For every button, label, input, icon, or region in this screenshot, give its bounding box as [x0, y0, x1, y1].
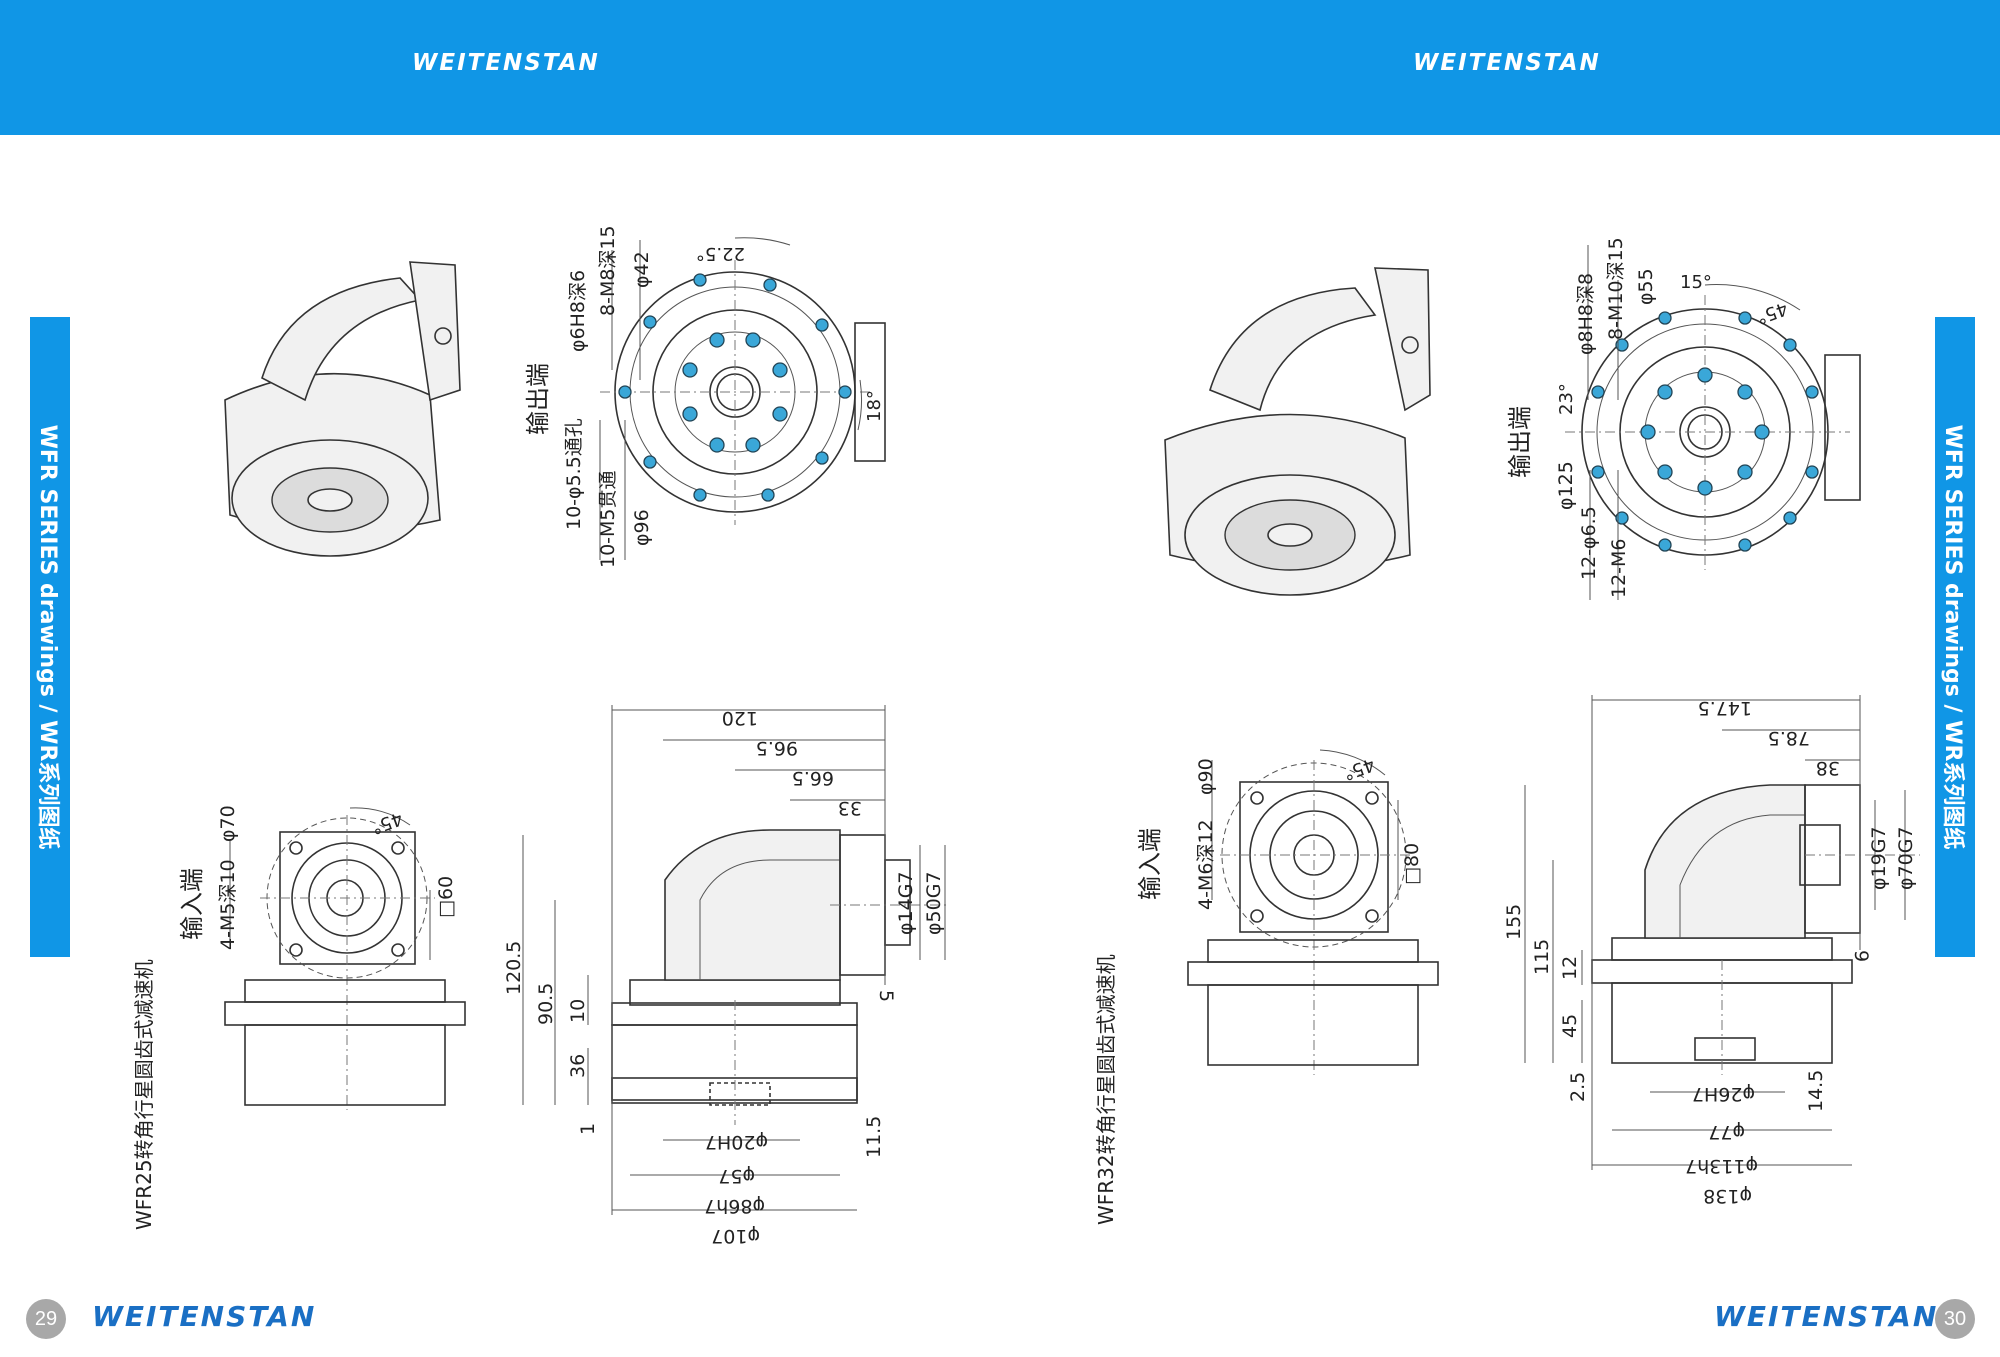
dim-r-d26: φ26H7 — [1692, 1083, 1755, 1105]
footer-logo-left: WEITENSTAN — [92, 1300, 317, 1333]
left-output-flange — [599, 237, 886, 560]
dim-r-d125: φ125 — [1555, 461, 1577, 510]
dim-l-h115: 11.5 — [863, 1116, 885, 1158]
dim-r-d65: 12-φ6.5 — [1578, 506, 1600, 580]
dim-r-in-sq: □80 — [1401, 843, 1423, 885]
dim-r-d19: φ19G7 — [1868, 826, 1890, 890]
dim-l-h1205: 120.5 — [503, 941, 525, 995]
dim-l-w33: 33 — [838, 797, 862, 819]
dim-l-h10: 10 — [567, 999, 589, 1023]
left-side-view — [522, 705, 950, 1215]
dim-r-d55: φ55 — [1635, 268, 1657, 305]
dim-l-d20: φ20H7 — [705, 1131, 768, 1153]
dim-l-d14: φ14G7 — [895, 871, 917, 935]
dim-r-h45: 45 — [1559, 1014, 1581, 1038]
dim-l-d96: φ96 — [631, 509, 653, 546]
side-tab-right: WFR SERIES drawings / WR系列图纸 — [1935, 317, 1975, 957]
right-output-flange — [1565, 245, 1861, 600]
dim-l-h905: 90.5 — [535, 983, 557, 1025]
dim-r-in-d90: φ90 — [1195, 758, 1217, 795]
dim-r-in-ang: 45° — [1340, 753, 1377, 784]
dim-l-d42: φ42 — [631, 251, 653, 288]
right-input-flange — [1187, 749, 1439, 1075]
dim-r-w1475: 147.5 — [1698, 697, 1752, 719]
dim-l-m5: 10-M5贯通 — [597, 470, 619, 568]
side-tab-left: WFR SERIES drawings / WR系列图纸 — [30, 317, 70, 957]
dim-l-d107: φ107 — [711, 1225, 760, 1247]
dim-r-d77: φ77 — [1708, 1121, 1745, 1143]
dim-l-w665: 66.5 — [792, 767, 834, 789]
page-number-right: 30 — [1935, 1299, 1975, 1339]
dim-r-m10: 8-M10深15 — [1605, 237, 1627, 340]
dim-r-w38: 38 — [1816, 757, 1840, 779]
dim-l-w120: 120 — [722, 707, 758, 729]
dim-r-d8: φ8H8深8 — [1575, 273, 1597, 355]
dim-r-h12: 12 — [1559, 956, 1581, 980]
dim-r-in-m6: 4-M6深12 — [1195, 819, 1217, 910]
dim-l-in-sq: □60 — [435, 876, 457, 918]
dim-l-in-m5: 4-M5深10 — [217, 859, 239, 950]
dim-l-d55: 10-φ5.5通孔 — [563, 418, 585, 530]
dim-r-ang45: 45° — [1753, 297, 1790, 328]
dim-r-h145: 14.5 — [1805, 1070, 1827, 1112]
dim-l-h36: 36 — [567, 1054, 589, 1078]
left-3d-gearbox — [224, 261, 461, 557]
dim-r-ang23: 23° — [1556, 383, 1577, 415]
header-band — [0, 0, 2000, 135]
dim-r-w785: 78.5 — [1768, 727, 1810, 749]
page-number-left: 29 — [26, 1299, 66, 1339]
dim-r-h155: 155 — [1503, 904, 1525, 940]
right-side-view — [1524, 695, 1920, 1170]
left-input-flange — [224, 807, 466, 1110]
brand-logo-left: WEITENSTAN — [412, 50, 600, 76]
dim-l-in-ang: 45° — [368, 807, 405, 838]
dim-l-d6: φ6H8深6 — [567, 270, 589, 352]
dim-l-d50: φ50G7 — [923, 871, 945, 935]
dim-r-h25: 2.5 — [1567, 1072, 1589, 1102]
dim-l-ang2: 18° — [864, 390, 885, 422]
dim-l-w965: 96.5 — [756, 737, 798, 759]
dim-r-d138: φ138 — [1703, 1185, 1752, 1207]
footer-logo-right: WEITENSTAN — [1714, 1300, 1939, 1333]
brand-logo-right: WEITENSTAN — [1413, 50, 1601, 76]
dim-r-h115: 115 — [1531, 939, 1553, 975]
dim-r-ang15: 15° — [1680, 272, 1712, 293]
right-3d-gearbox — [1164, 267, 1431, 596]
dim-l-h1: 1 — [577, 1123, 599, 1135]
dim-r-d70: φ70G7 — [1895, 826, 1917, 890]
dim-l-m8: 8-M8深15 — [597, 225, 619, 316]
dim-r-d113: φ113h7 — [1685, 1155, 1758, 1177]
dim-l-ang1: 22.5° — [696, 243, 745, 264]
dim-l-h5: 5 — [875, 990, 897, 1002]
dim-r-m6: 12-M6 — [1608, 538, 1630, 598]
dim-r-h9: 9 — [1850, 950, 1872, 962]
dim-l-d57: φ57 — [718, 1165, 755, 1187]
dim-l-d86: φ86h7 — [704, 1195, 765, 1217]
dim-l-in-d70: φ70 — [217, 805, 239, 842]
